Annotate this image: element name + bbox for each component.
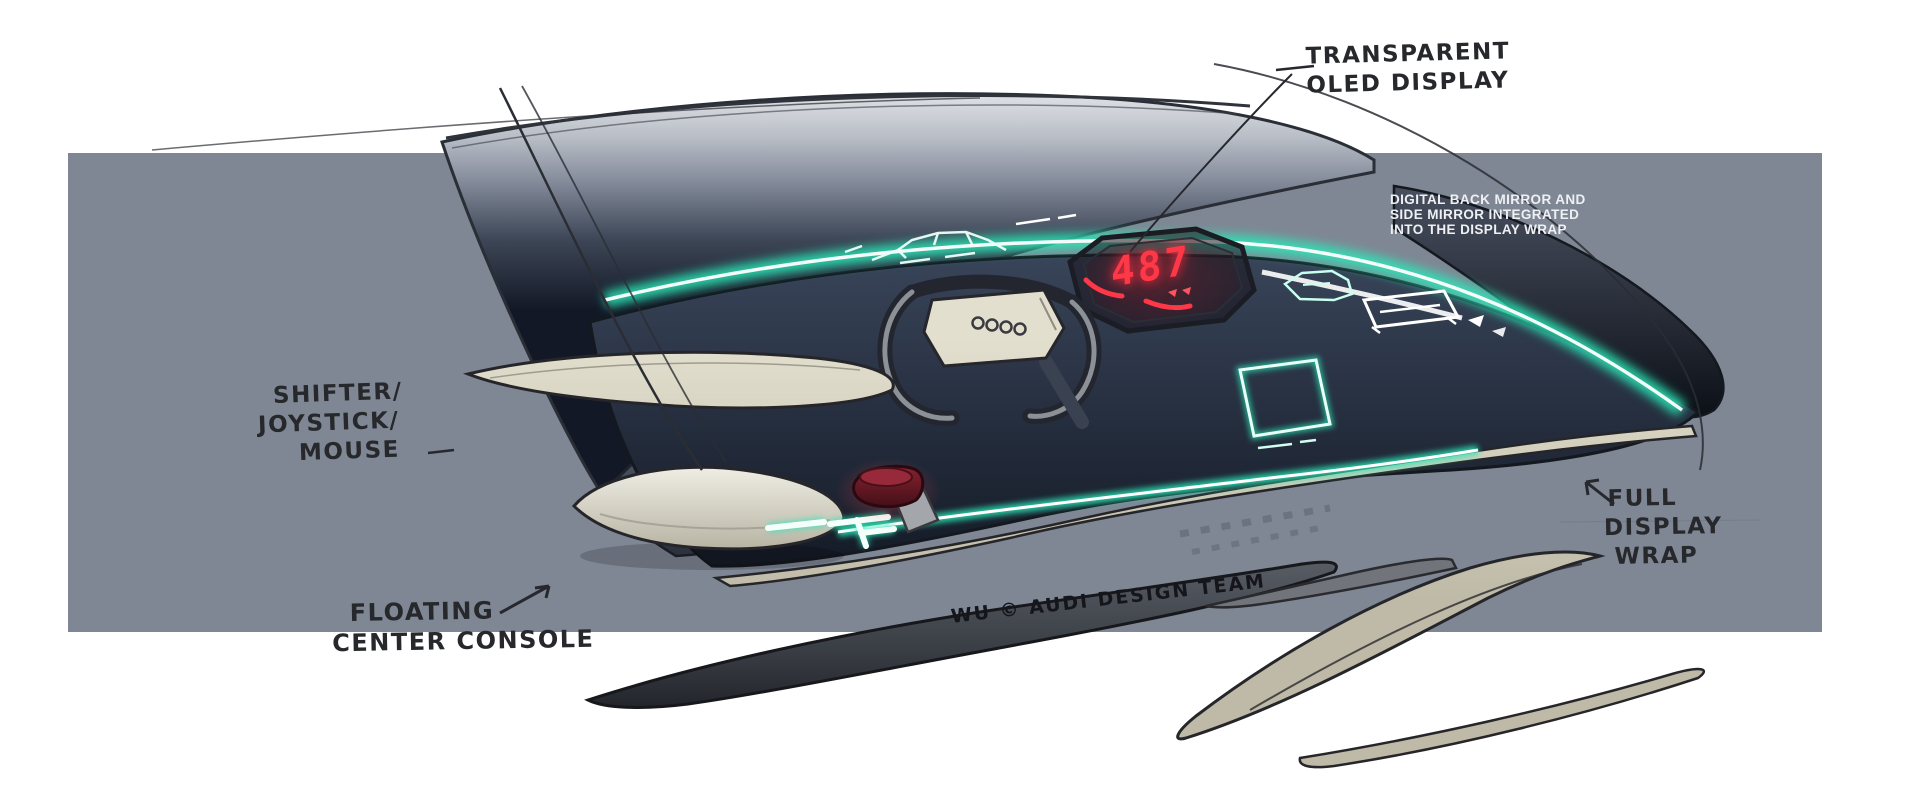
- annotation-line: FLOATING: [349, 596, 495, 627]
- shifter-joystick: [834, 458, 942, 534]
- annotation-shifter: SHIFTER/ JOYSTICK/ MOUSE: [257, 377, 406, 468]
- annotation-line: FULL: [1607, 484, 1678, 513]
- oled-leader-dash: [1275, 64, 1315, 72]
- annotation-full-display-wrap: FULL DISPLAY WRAP: [1603, 483, 1723, 571]
- annotation-floating-console: FLOATING CENTER CONSOLE: [331, 594, 595, 659]
- annotation-line: DISPLAY: [1603, 512, 1723, 541]
- sketch-lines: [151, 63, 1761, 523]
- lower-right-blade: [1298, 667, 1706, 769]
- annotation-line: WRAP: [1614, 541, 1699, 570]
- leader-lines: [427, 64, 1615, 615]
- car-silhouette-icon: [844, 230, 1007, 265]
- arrow-icon: [1584, 478, 1615, 506]
- shifter-leader-dash: [427, 448, 455, 455]
- floor-blade: [584, 560, 1338, 709]
- annotation-line: MOUSE: [298, 436, 401, 466]
- armrest-trim: [462, 350, 895, 410]
- note-line: INTO THE DISPLAY WRAP: [1390, 222, 1567, 237]
- annotation-line: JOYSTICK/: [257, 407, 400, 439]
- annotation-digital-mirror-note: DIGITAL BACK MIRROR AND SIDE MIRROR INTE…: [1390, 192, 1600, 237]
- audi-rings-icon: [971, 316, 1027, 336]
- console-trim: [711, 424, 1698, 588]
- note-line: DIGITAL BACK MIRROR AND: [1390, 192, 1586, 207]
- steering-yoke: [877, 274, 1102, 429]
- note-line: SIDE MIRROR INTEGRATED: [1390, 207, 1580, 222]
- car-rear-view-icon: [1283, 269, 1506, 337]
- annotation-transparent-oled: TRANSPARENT OLED DISPLAY: [1305, 37, 1511, 100]
- gray-skid-blade: [1205, 557, 1458, 609]
- seat-cushion: [571, 465, 846, 570]
- annotation-line: SHIFTER/: [272, 378, 404, 409]
- oled-hud-panel: [1067, 226, 1257, 334]
- beige-runner-blade: [1176, 550, 1606, 741]
- oled-leader-line: [1129, 73, 1293, 253]
- annotation-line: CENTER CONSOLE: [332, 624, 595, 658]
- console-glow-graphics: [765, 356, 1479, 549]
- annotation-line: OLED DISPLAY: [1306, 67, 1510, 99]
- arrow-icon: [499, 584, 551, 615]
